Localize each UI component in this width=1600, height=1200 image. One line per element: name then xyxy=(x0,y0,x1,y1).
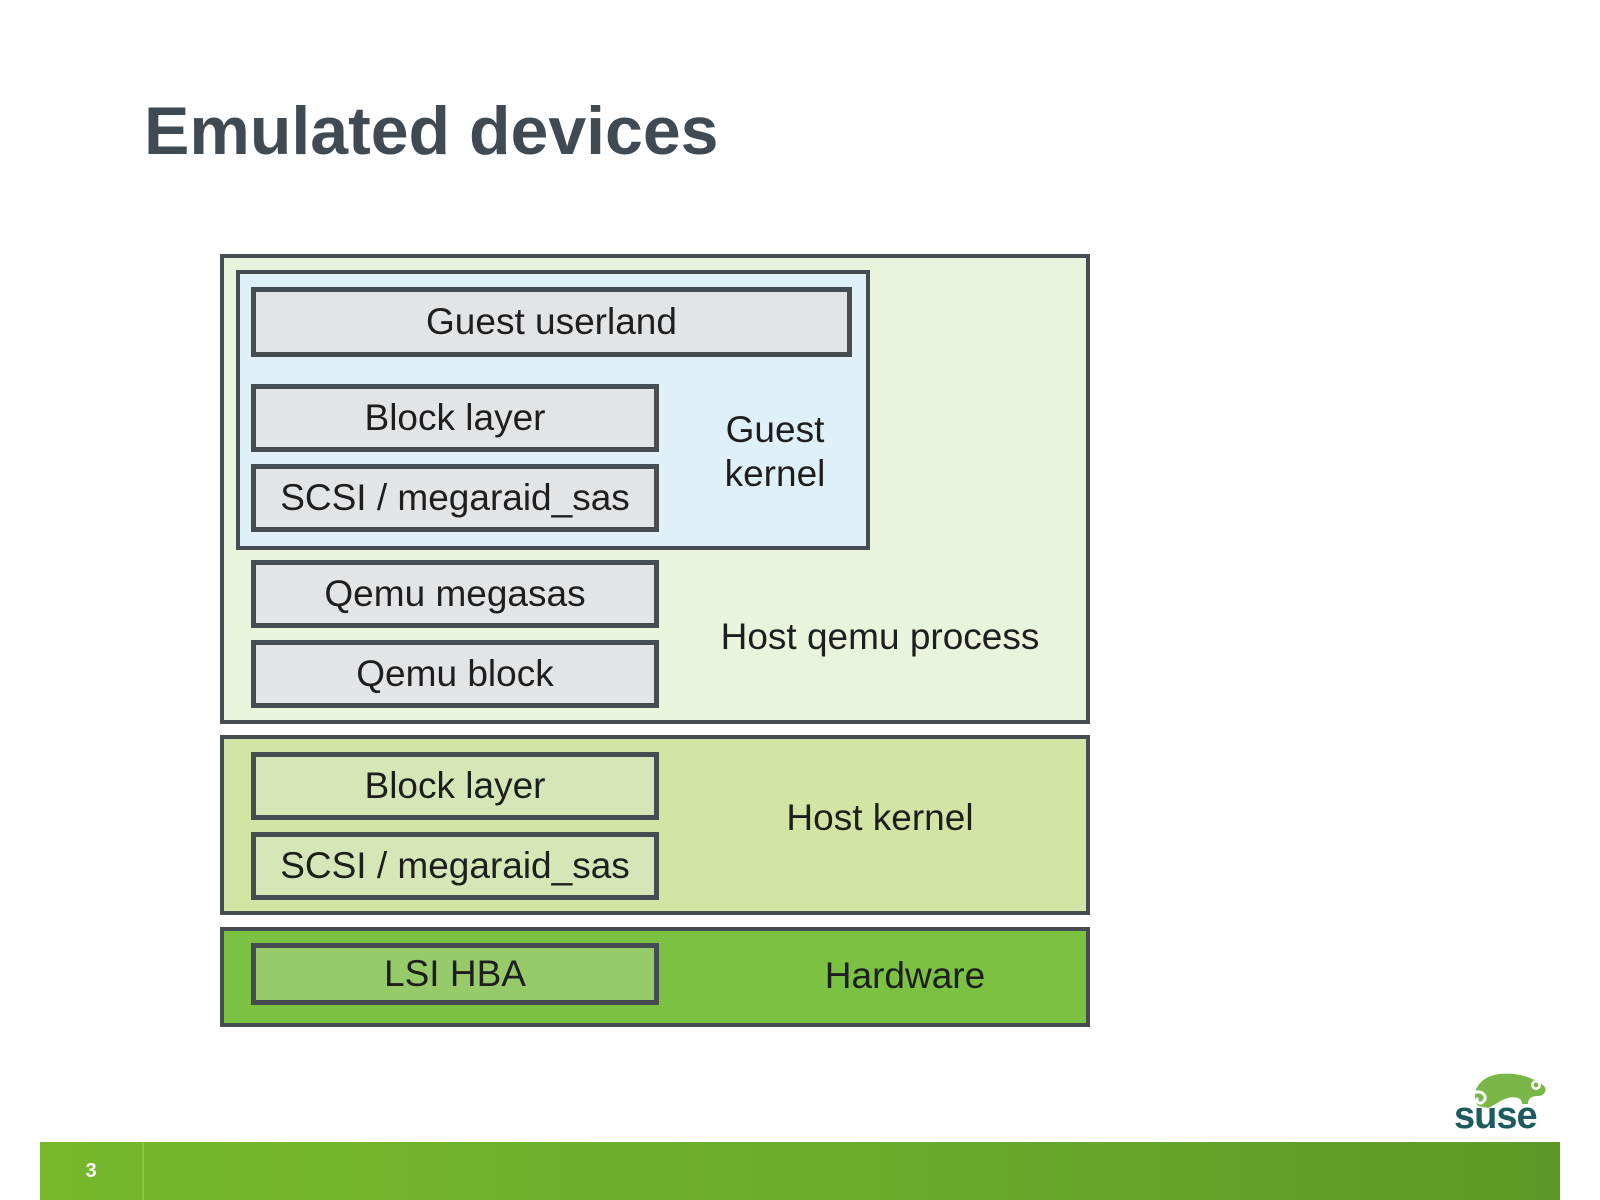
footer-bar: 3 xyxy=(40,1142,1560,1200)
chameleon-logo-icon xyxy=(1466,1073,1546,1112)
guest-userland-box: Guest userland xyxy=(251,287,852,357)
suse-logo-text: suse xyxy=(1454,1095,1538,1137)
host-kernel-label: Host kernel xyxy=(786,796,974,838)
slide-title: Emulated devices xyxy=(144,93,719,169)
page-number: 3 xyxy=(40,1142,144,1200)
qemu-megasas-box: Qemu megasas xyxy=(251,560,659,628)
guest-kernel-label-line1: Guest xyxy=(725,408,825,450)
host-qemu-process-label: Host qemu process xyxy=(720,615,1040,657)
qemu-block-box: Qemu block xyxy=(251,640,659,708)
hardware-label: Hardware xyxy=(824,954,986,996)
guest-kernel-label-line2: kernel xyxy=(724,453,826,494)
suse-logo: suse xyxy=(1448,1066,1558,1136)
guest-block-layer-box: Block layer xyxy=(251,384,659,452)
guest-kernel-label: Guest kernel xyxy=(690,402,860,502)
lsi-hba-box: LSI HBA xyxy=(251,943,659,1005)
guest-scsi-driver-box: SCSI / megaraid_sas xyxy=(251,464,659,532)
host-block-layer-box: Block layer xyxy=(251,752,659,820)
host-scsi-driver-box: SCSI / megaraid_sas xyxy=(251,832,659,900)
